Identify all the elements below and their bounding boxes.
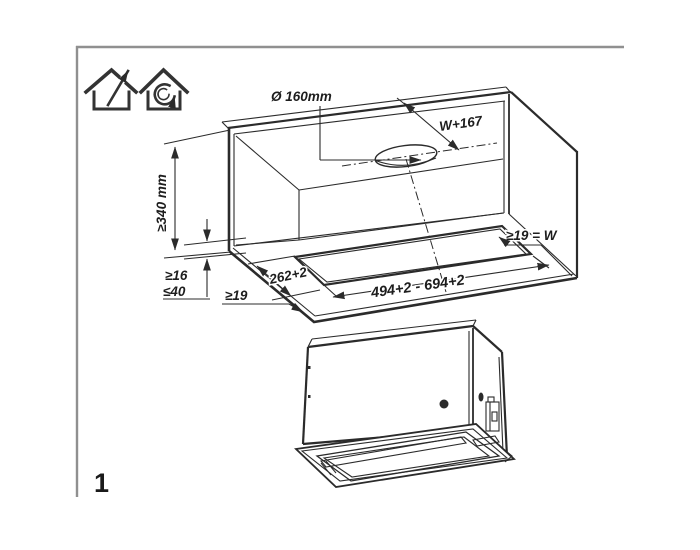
house-exhaust-arrow-icon: [83, 65, 139, 111]
shelf-gap-min-label: ≥16: [165, 268, 188, 283]
top-depth-label: W+167: [438, 113, 484, 134]
cutout-depth-label: 262+2: [267, 264, 309, 287]
screw-hole: [308, 366, 311, 369]
min-height-label: ≥340 mm: [154, 174, 169, 232]
bottom-flange: [294, 423, 516, 488]
screw-hole: [308, 395, 311, 398]
filter-panel: [315, 431, 501, 482]
dim-cutout-depth: 262+2: [247, 255, 321, 301]
hood-top-edge: [307, 324, 474, 349]
hood-unit-diagram: [294, 319, 516, 488]
side-vent-hole: [478, 392, 484, 402]
page-border: [75, 45, 624, 497]
panel-rail: [319, 436, 468, 468]
dim-hole-diameter: Ø 160mm: [270, 88, 422, 164]
side-clearance-right-label: ≥19 = W: [506, 228, 558, 243]
hole-center-line: [341, 142, 498, 167]
shelf-cutout: [292, 224, 534, 287]
dim-side-clearance-right: ≥19 = W: [498, 227, 573, 277]
motor-outlet-hole: [439, 399, 449, 409]
dim-shelf-gap: ≥16 ≤40: [162, 219, 247, 301]
house-recirculation-icon: [138, 67, 190, 111]
dim-min-height: ≥340 mm: [153, 129, 232, 259]
recirculation-arrow: [153, 83, 177, 109]
hole-diameter-label: Ø 160mm: [271, 89, 332, 104]
dim-cutout-width: 494+2 - 694+2: [323, 255, 550, 303]
exhaust-arrow: [106, 69, 130, 107]
shelf-gap-max-label: ≤40: [163, 284, 186, 299]
mode-icons: [83, 65, 190, 111]
cabinet-top-front-edge: [227, 90, 512, 130]
side-mounting-bracket: [485, 396, 500, 432]
side-clearance-left-label: ≥19: [225, 288, 248, 303]
figure-number: 1: [94, 468, 109, 498]
dim-side-clearance-left: ≥19: [222, 287, 304, 313]
cabinet-housing-diagram: Ø 160mm W+167 ≥340 mm ≥16 ≤40 ≥19: [153, 86, 579, 324]
